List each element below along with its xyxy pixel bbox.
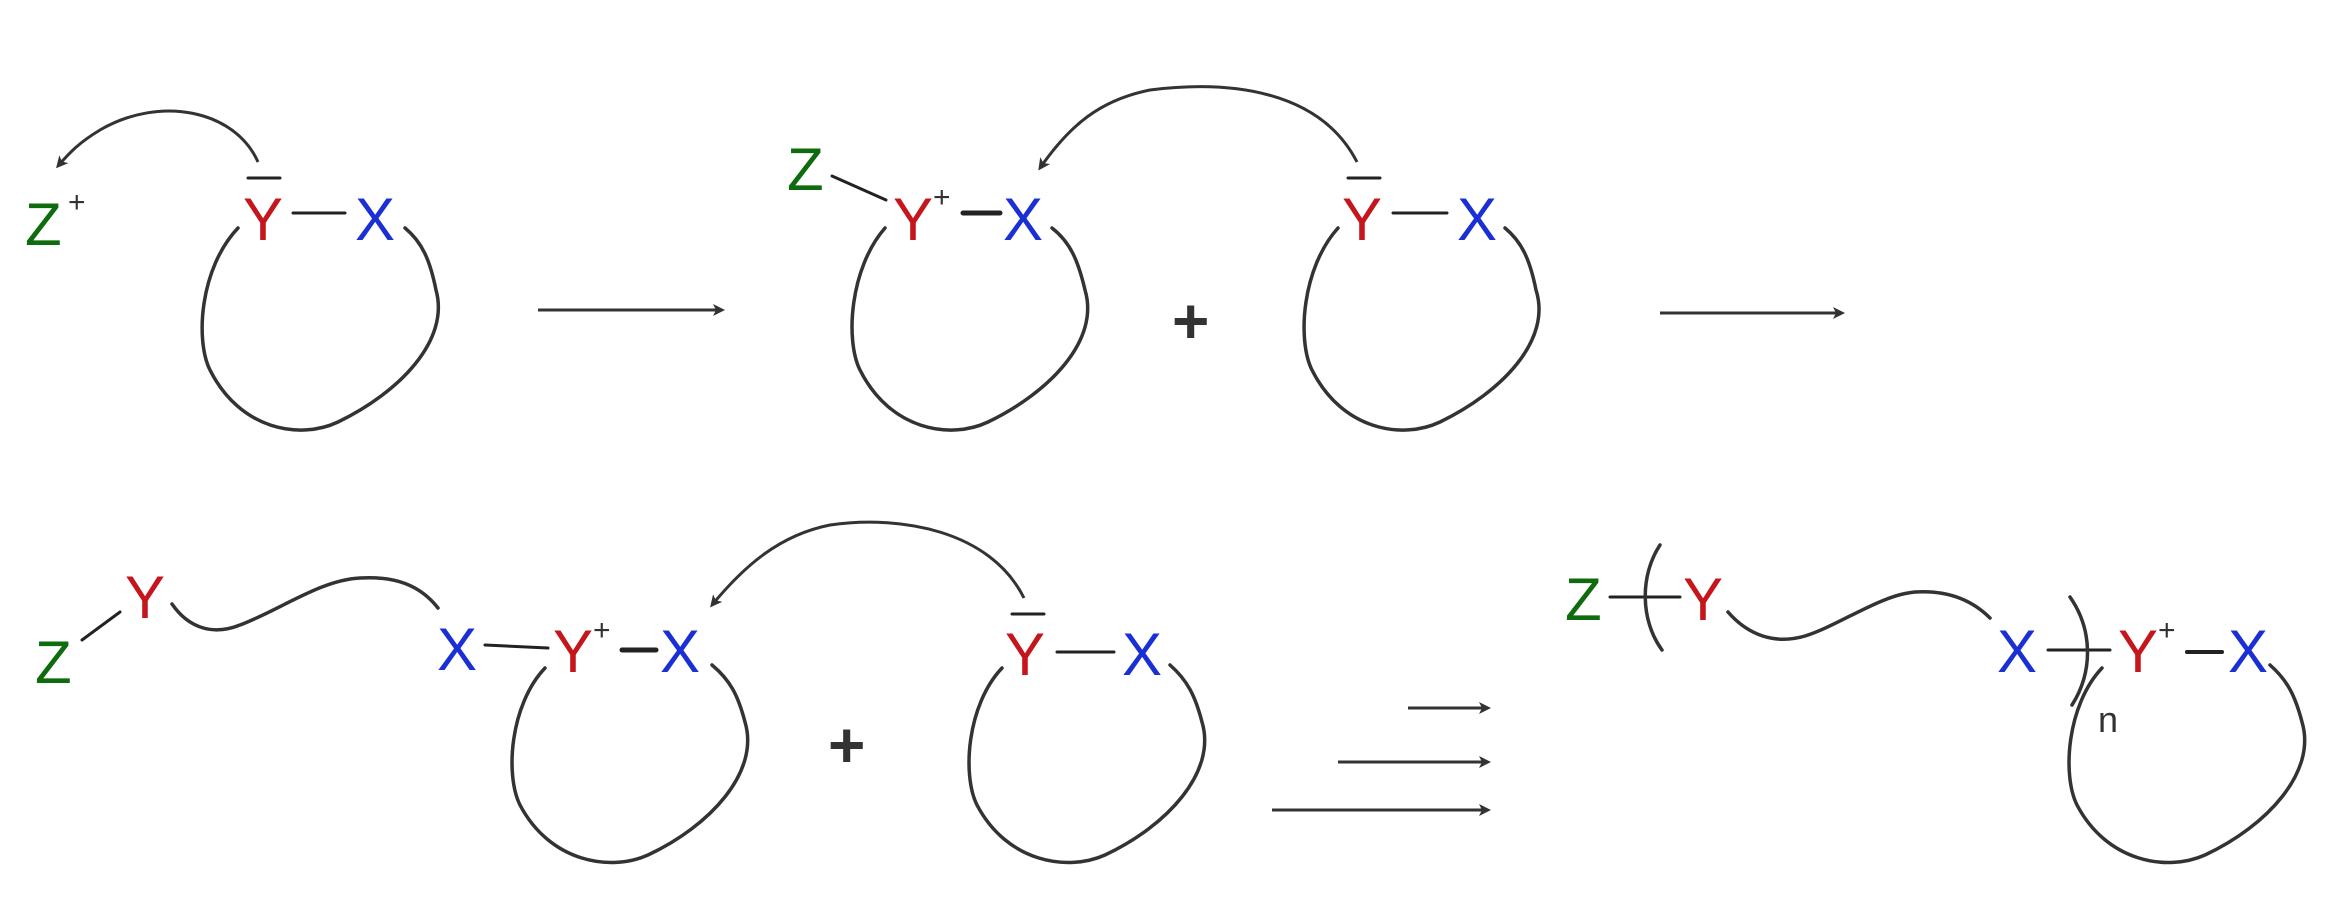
- atom-x: X: [2228, 618, 2268, 685]
- ring-arc: [850, 226, 1090, 432]
- curved-arrow-2: [1038, 85, 1359, 171]
- bond-z-y: [80, 610, 122, 642]
- monomer-ring-1: Y X: [200, 176, 440, 432]
- charge-plus: +: [68, 186, 86, 219]
- plus-sign-1: +: [1172, 285, 1209, 357]
- atom-x: X: [355, 186, 395, 253]
- atom-y: Y: [1683, 566, 1723, 633]
- atom-x: X: [437, 616, 477, 683]
- ring-arc: [200, 226, 440, 432]
- repeat-bracket-left: [1643, 543, 1664, 652]
- atom-z: Z: [25, 191, 62, 258]
- multiple-steps-arrows: [1272, 702, 1491, 816]
- atom-y: Y: [553, 618, 593, 685]
- bond-z-y: [830, 174, 888, 202]
- chain-squiggle: [170, 575, 440, 632]
- ring-arc: [967, 663, 1207, 865]
- bond-x-y: [483, 643, 550, 650]
- atom-y: Y: [2118, 618, 2158, 685]
- atom-z: Z: [1565, 566, 1602, 633]
- atom-y: Y: [1005, 621, 1045, 688]
- atom-y: Y: [1342, 186, 1382, 253]
- curved-arrow-3: [710, 520, 1026, 608]
- atom-x: X: [1122, 621, 1162, 688]
- plus-sign-2: +: [828, 709, 865, 781]
- atom-z: Z: [35, 629, 72, 696]
- curved-arrow-1: [56, 109, 260, 169]
- atom-x: X: [1003, 186, 1043, 253]
- monomer-ring-3: Y X: [967, 612, 1207, 865]
- atom-x: X: [1457, 186, 1497, 253]
- atom-x: X: [660, 618, 700, 685]
- charge-plus: +: [2158, 614, 2176, 647]
- atom-x: X: [1997, 618, 2037, 685]
- atom-y: Y: [893, 186, 933, 253]
- propagating-chain: Z Y X Y + X: [35, 564, 750, 865]
- initiator-z-plus: Z +: [25, 186, 86, 258]
- repeat-subscript: n: [2098, 699, 2118, 740]
- polymer-product: Z Y X n Y + X: [1565, 543, 2307, 865]
- atom-y: Y: [243, 186, 283, 253]
- repeat-bracket-right: [2068, 595, 2090, 707]
- ring-arc: [510, 663, 750, 865]
- ring-arc: [2067, 663, 2307, 865]
- monomer-ring-2: Y X: [1302, 176, 1541, 432]
- charge-plus: +: [593, 614, 611, 647]
- chain-squiggle: [1726, 590, 1992, 641]
- ring-arc: [1302, 226, 1541, 432]
- activated-ring-1: Z Y + X: [787, 136, 1090, 432]
- atom-y: Y: [125, 564, 165, 631]
- atom-z: Z: [787, 136, 824, 203]
- charge-plus: +: [933, 181, 951, 214]
